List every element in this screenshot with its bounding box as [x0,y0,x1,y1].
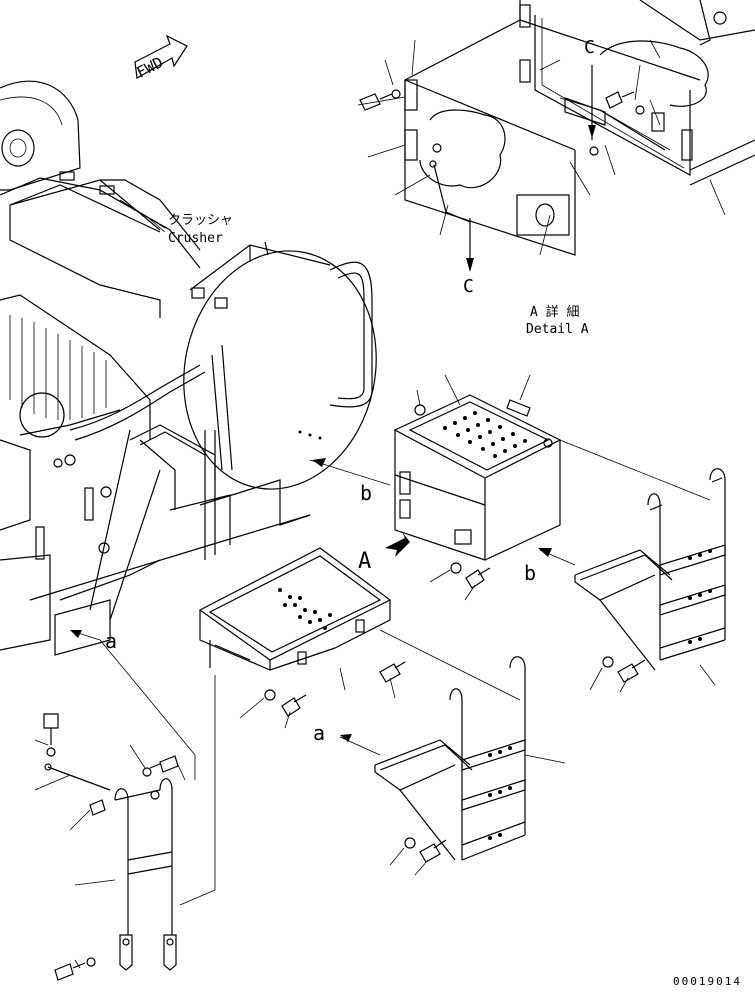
crusher-drum-cover [183,241,377,490]
platform-holes [278,588,332,630]
detail-a-view [357,0,755,272]
detail-a-label-en: Detail A [526,322,589,337]
view-a-arrow-icon [385,532,410,557]
fwd-arrow-icon: FWD [134,34,188,82]
step-platform [198,547,406,729]
ref-b-label-2: b [524,561,536,585]
washer-icon [391,89,401,99]
ref-a-label-2: a [313,721,325,745]
detail-a-label-jp: A 詳 細 [530,304,579,320]
ladder-left [34,639,216,981]
crusher-label-en: Crusher [168,231,223,246]
view-a-label: A [358,549,371,574]
ladder-lower [374,629,566,876]
perforated-lid [443,411,527,458]
ref-c-label-1: C [584,37,595,58]
ref-b-label-1: b [360,481,372,505]
crusher-label-jp: クラッシャ [168,213,233,228]
ref-a-label-1: a [105,629,117,653]
ladder-right [559,439,726,693]
ref-c-label-2: C [463,276,474,297]
drawing-number: 00019014 [673,975,742,988]
grab-rail [129,424,216,480]
crusher-body [0,80,311,656]
